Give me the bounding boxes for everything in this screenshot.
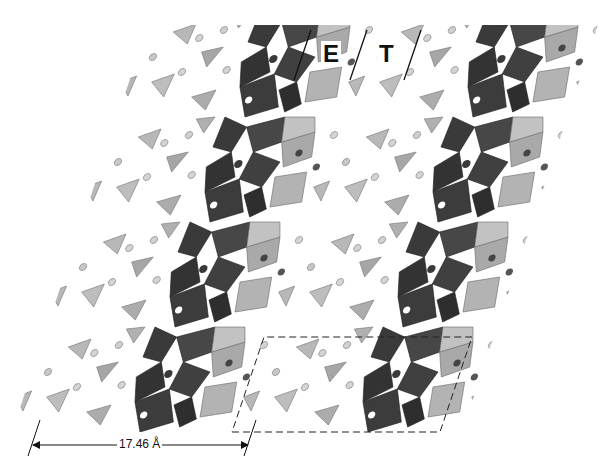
motif: [392, 0, 604, 12]
motif: [322, 117, 578, 222]
motif: [585, 12, 604, 117]
motif: [0, 117, 123, 222]
band-separator: [350, 30, 367, 80]
dimension-label: 17.46 Å: [117, 438, 162, 451]
band-separator: [404, 30, 421, 80]
band-separator: [294, 30, 311, 80]
motif: [515, 222, 604, 327]
dimension-tick: [28, 420, 40, 456]
dimension-tick: [244, 420, 256, 456]
unit-cell: [232, 337, 472, 432]
motif: [550, 117, 604, 222]
motif: [25, 327, 281, 432]
motif: [129, 12, 385, 117]
band-label: T: [377, 41, 396, 67]
lattice: [0, 0, 604, 432]
motif: [0, 222, 88, 327]
structure-field: [0, 0, 604, 432]
band-label: E: [321, 41, 341, 67]
motif: [94, 117, 350, 222]
motif: [59, 222, 315, 327]
motif: [164, 0, 420, 12]
motif: [0, 0, 193, 12]
motif: [0, 327, 53, 432]
motif: [0, 12, 158, 117]
motif: [481, 327, 604, 432]
motif: [357, 12, 604, 117]
motif: [287, 222, 543, 327]
